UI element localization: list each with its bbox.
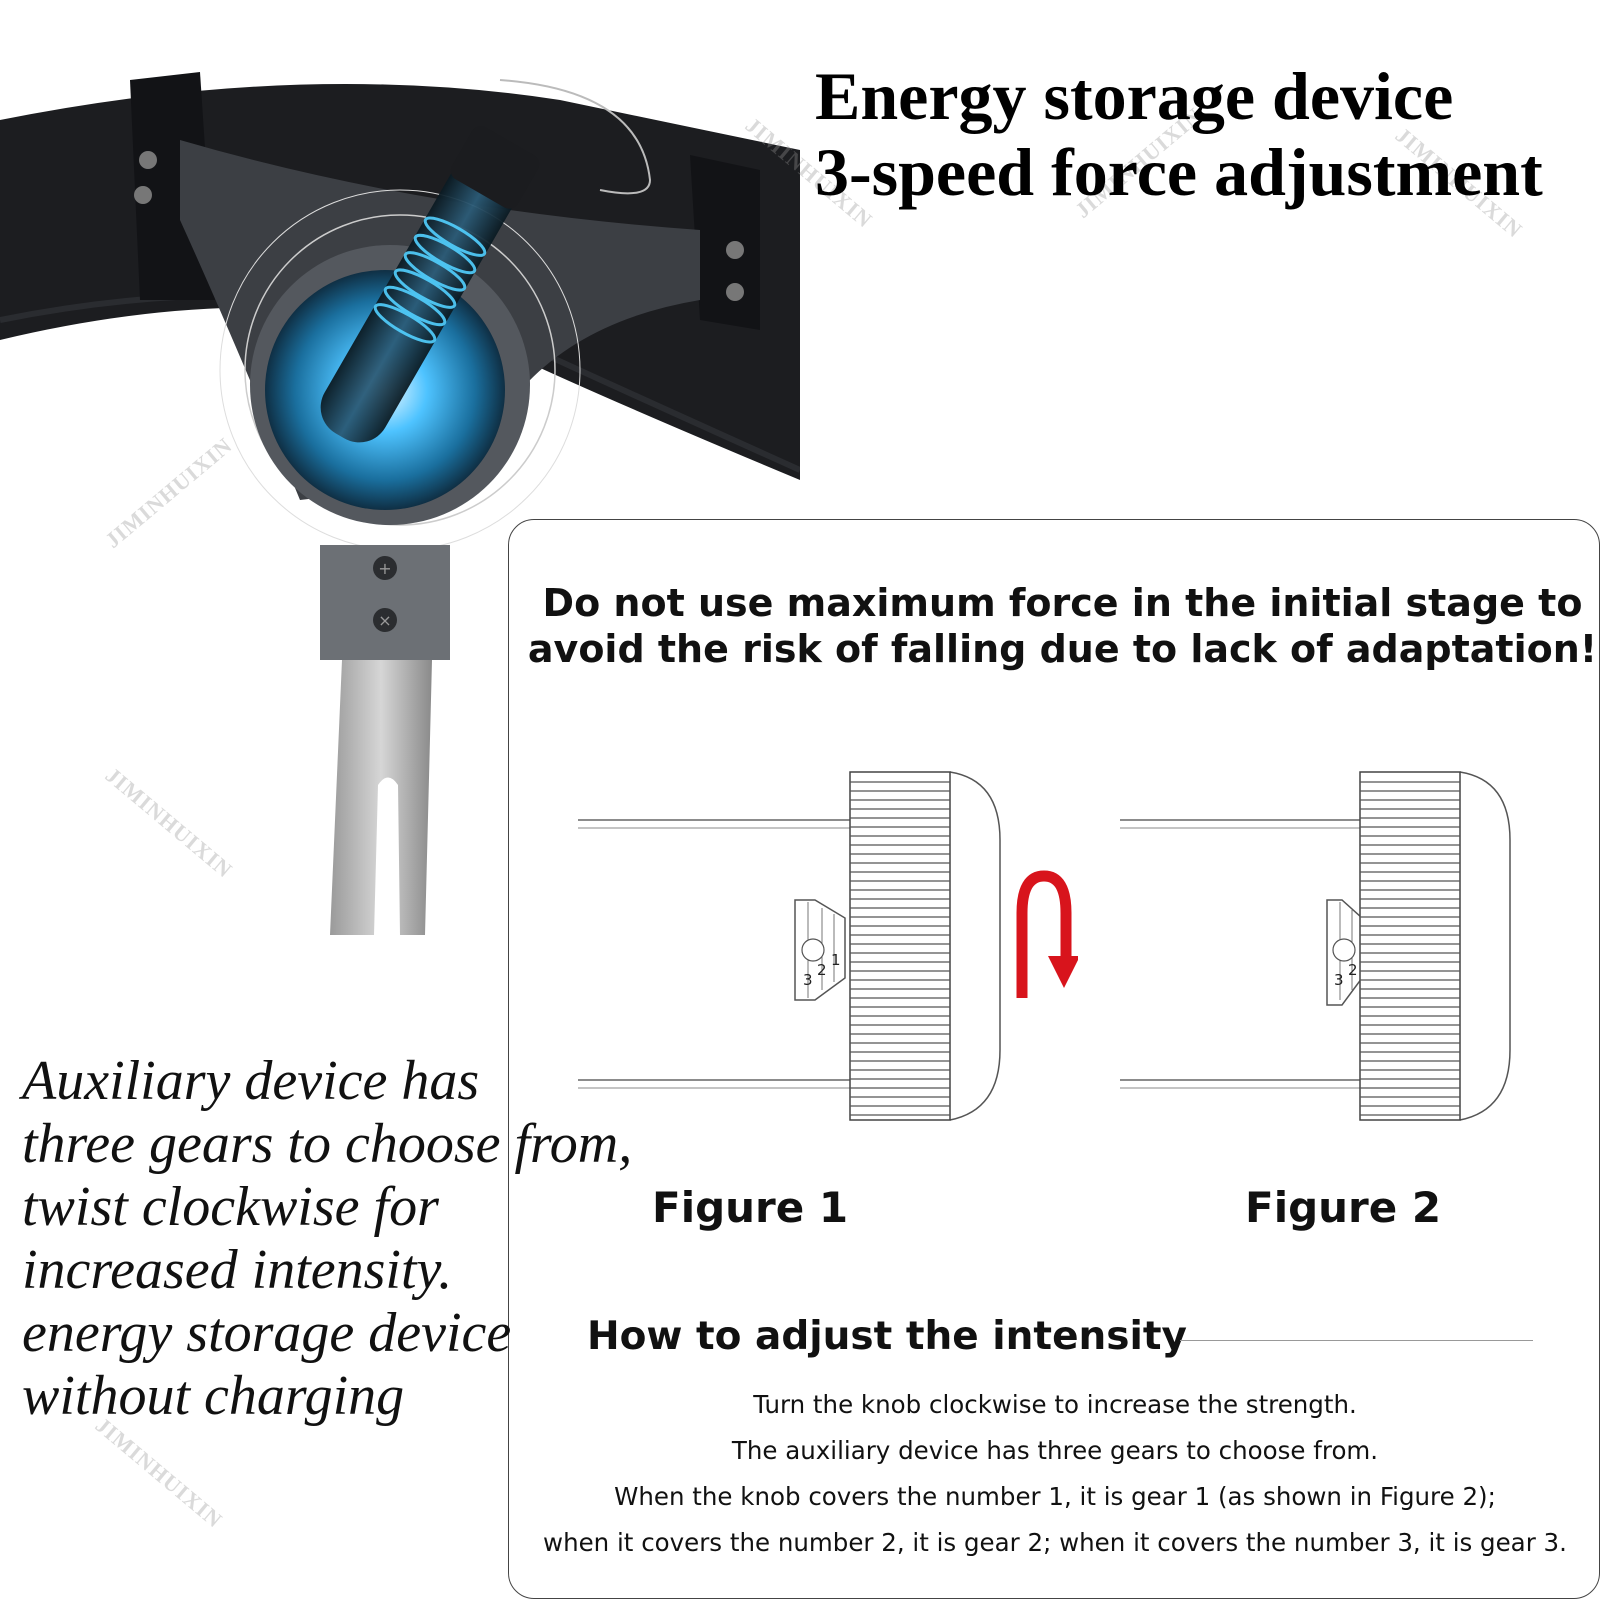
headline: Energy storage device 3-speed force adju… [815,58,1595,210]
instruction-line: when it covers the number 2, it is gear … [543,1528,1567,1557]
figure-1-label: Figure 1 [652,1183,849,1232]
warning-text: Do not use maximum force in the initial … [525,580,1600,672]
side-description: Auxiliary device has three gears to choo… [22,1050,642,1428]
product-photo: + × [0,72,800,935]
knob [1359,771,1461,1121]
knob-ridges [850,781,950,1116]
headline-line-1: Energy storage device [815,58,1454,134]
figure-1-diagram: 3 2 1 [578,771,1001,1121]
carbon-strip [330,660,432,935]
knob [849,771,951,1121]
howto-title: How to adjust the intensity [587,1314,1187,1359]
knob-ridges [1360,781,1460,1116]
warning-line-2: avoid the risk of falling due to lack of… [527,627,1598,671]
side-text-line: without charging [22,1365,405,1427]
gear-number: 1 [831,951,841,969]
warning-line-1: Do not use maximum force in the initial … [542,581,1583,625]
watermark: JIMINHUIXIN [90,1412,228,1533]
side-text-line: three gears to choose from, [22,1113,633,1175]
belt-clip-right [690,155,760,330]
headline-line-2: 3-speed force adjustment [815,134,1543,210]
gear-number: 3 [1334,971,1344,989]
side-text-line: twist clockwise for [22,1176,439,1238]
side-text-line: energy storage device [22,1302,512,1364]
figure-2-diagram: 3 2 [1120,771,1511,1121]
side-text-line: Auxiliary device has [22,1050,480,1112]
gear-number: 3 [803,971,813,989]
figure-2-label: Figure 2 [1245,1183,1442,1232]
svg-text:×: × [378,611,391,630]
instruction-line: The auxiliary device has three gears to … [731,1436,1379,1465]
instruction-line: Turn the knob clockwise to increase the … [753,1390,1357,1419]
svg-text:+: + [378,559,391,578]
gear-number: 2 [817,961,827,979]
divider [1180,1340,1533,1341]
gear-number: 2 [1348,961,1358,979]
side-text-line: increased intensity. [22,1239,453,1301]
rotate-arrow-icon [499,79,652,195]
instruction-line: When the knob covers the number 1, it is… [614,1482,1496,1511]
clockwise-arrow-icon [1016,870,1078,998]
